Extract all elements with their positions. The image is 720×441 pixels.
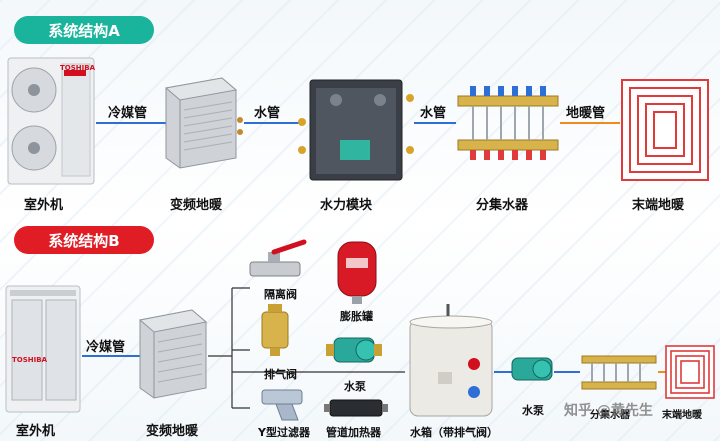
- isolation-valve-label: 隔离阀: [264, 288, 297, 301]
- pipe-heater: [324, 399, 388, 417]
- outdoor-label-b: 室外机: [16, 424, 56, 439]
- water-pump-b2: [511, 357, 553, 381]
- outdoor-unit-a: [7, 57, 95, 185]
- refrigerant-pipe-label-b: 冷媒管: [86, 340, 126, 355]
- floor-heating-coil-a: [621, 79, 709, 181]
- inverter-label-a: 变频地暖: [170, 198, 223, 213]
- water-tank-label: 水箱（带排气阀）: [410, 426, 498, 439]
- inverter-unit-a: [164, 77, 243, 169]
- hydro-module-label: 水力模块: [320, 198, 373, 213]
- outdoor-unit-b: [5, 285, 81, 413]
- y-filter: [261, 389, 303, 421]
- water-pump-label: 水泵: [344, 380, 366, 393]
- floor-heating-label-b: 末端地暖: [662, 410, 702, 421]
- hydro-module: [298, 79, 414, 181]
- water-pump-b: [326, 337, 382, 363]
- refrigerant-pipe-label-a: 冷媒管: [108, 106, 148, 121]
- system-b-title: 系统结构B: [14, 226, 154, 254]
- exhaust-valve-label: 排气阀: [264, 368, 297, 381]
- isolation-valve: [249, 239, 307, 277]
- manifold-b: [581, 355, 657, 390]
- water-tank: [409, 304, 493, 417]
- branch-lines-b: [208, 287, 405, 409]
- inverter-unit-b: [138, 309, 208, 399]
- y-filter-label: Y型过滤器: [258, 426, 310, 439]
- system-a-title: 系统结构A: [14, 16, 154, 44]
- expansion-tank: [337, 241, 377, 304]
- manifold-label-b: 分集水器: [590, 410, 630, 421]
- water-pipe-label-a1: 水管: [254, 106, 281, 121]
- brand-logo-a: TOSHIBA: [60, 64, 95, 72]
- manifold-label-a: 分集水器: [476, 198, 529, 213]
- floor-heating-coil-b: [665, 345, 715, 399]
- inverter-label-b: 变频地暖: [146, 424, 199, 439]
- manifold-a: [457, 86, 559, 160]
- pipe-heater-label: 管道加热器: [326, 426, 381, 439]
- water-pipe-label-a2: 水管: [420, 106, 447, 121]
- outdoor-label-a: 室外机: [24, 198, 64, 213]
- floor-heating-label-a: 末端地暖: [632, 198, 685, 213]
- expansion-tank-label: 膨胀罐: [340, 310, 373, 323]
- floor-pipe-label-a: 地暖管: [566, 106, 606, 121]
- pump2-label: 水泵: [522, 404, 544, 417]
- brand-logo-b: TOSHIBA: [12, 356, 47, 364]
- watermark: 知乎 @黄先生: [564, 403, 653, 419]
- exhaust-valve: [261, 304, 289, 356]
